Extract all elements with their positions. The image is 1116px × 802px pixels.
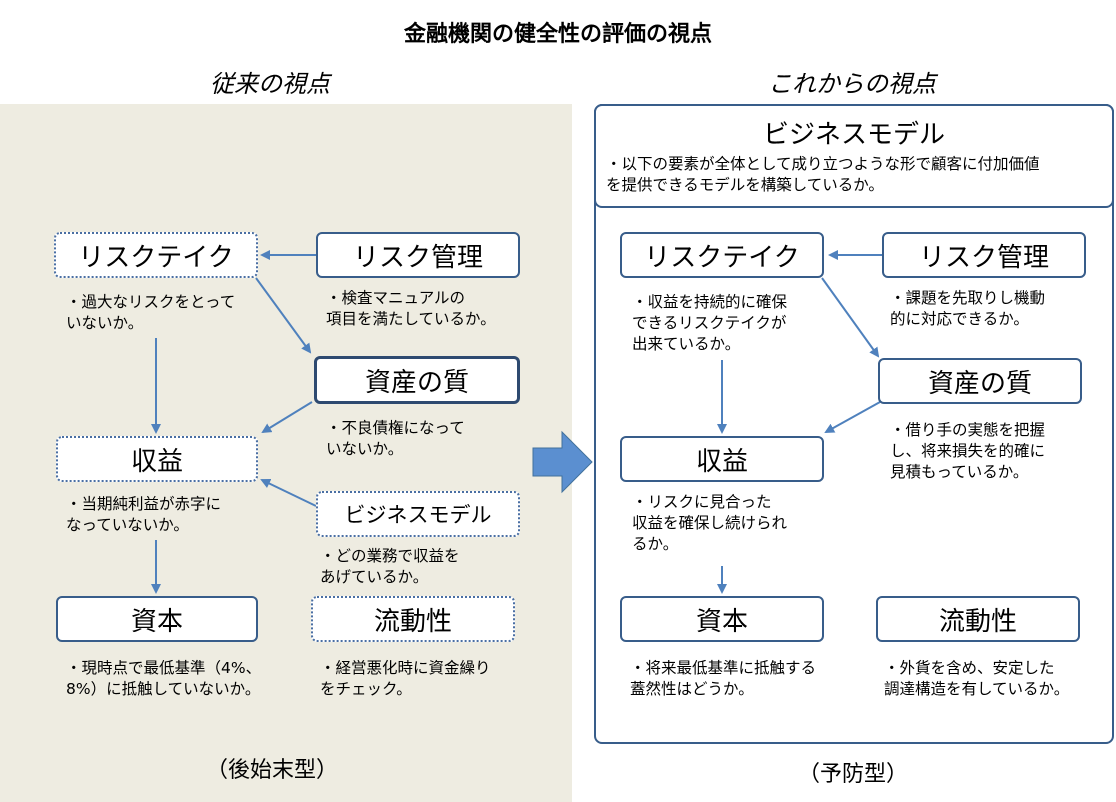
left-riskmgmt-box: リスク管理 xyxy=(316,232,520,278)
left-capital-desc: ・現時点で最低基準（4%、 8%）に抵触していないか。 xyxy=(66,659,262,698)
left-liquidity-desc: ・経営悪化時に資金繰り をチェック。 xyxy=(320,659,491,698)
left-profit-desc: ・当期純利益が赤字に なっていないか。 xyxy=(66,495,222,534)
right-risktake-desc: ・収益を持続的に確保 できるリスクテイクが 出来ているか。 xyxy=(632,293,788,353)
right-profit-desc: ・リスクに見合った 収益を確保し続けられ るか。 xyxy=(632,493,788,553)
right-risktake-box: リスクテイク xyxy=(620,232,824,278)
left-liquidity-box: 流動性 xyxy=(311,596,515,642)
left-arrow-bizmodel-to-profit xyxy=(260,478,317,507)
right-footer: （予防型） xyxy=(798,762,909,787)
transition-arrow xyxy=(532,430,593,494)
page-title: 金融機関の健全性の評価の視点 xyxy=(403,22,712,47)
right-riskmgmt-box: リスク管理 xyxy=(882,232,1086,278)
right-profit-box: 収益 xyxy=(620,436,824,482)
left-profit-box: 収益 xyxy=(56,436,258,482)
right-asset-quality-desc: ・借り手の実態を把握 し、将来損失を的確に 見積もっているか。 xyxy=(890,421,1046,481)
right-business-model-desc: ・以下の要素が全体として成り立つような形で顧客に付加価値 を提供できるモデルを構… xyxy=(606,155,1040,194)
left-capital-box: 資本 xyxy=(56,596,258,642)
left-arrow-risktake-to-asset xyxy=(255,277,312,354)
right-heading: これからの視点 xyxy=(768,70,936,98)
left-heading: 従来の視点 xyxy=(210,70,330,98)
left-risktake-desc: ・過大なリスクをとって いないか。 xyxy=(66,293,236,332)
right-capital-desc: ・将来最低基準に抵触する 蓋然性はどうか。 xyxy=(630,659,817,698)
right-liquidity-desc: ・外貨を含め、安定した 調達構造を有しているか。 xyxy=(884,659,1070,698)
right-arrow-risktake-to-asset xyxy=(821,277,880,358)
right-asset-quality-box: 資産の質 xyxy=(878,358,1082,404)
right-capital-box: 資本 xyxy=(620,596,824,642)
right-liquidity-box: 流動性 xyxy=(876,596,1080,642)
right-business-model-title: ビジネスモデル xyxy=(762,120,945,150)
left-footer: （後始末型） xyxy=(206,758,339,783)
left-business-model-box: ビジネスモデル xyxy=(316,491,520,537)
right-riskmgmt-desc: ・課題を先取りし機動 的に対応できるか。 xyxy=(890,289,1046,328)
left-riskmgmt-desc: ・検査マニュアルの 項目を満たしているか。 xyxy=(326,289,496,328)
left-asset-quality-box: 資産の質 xyxy=(314,356,520,404)
left-asset-quality-desc: ・不良債権になって いないか。 xyxy=(326,419,465,458)
left-business-model-desc: ・どの業務で収益を あげているか。 xyxy=(320,547,460,586)
left-arrow-asset-to-profit xyxy=(261,401,313,434)
right-arrow-asset-to-profit xyxy=(824,401,881,433)
right-business-model-box xyxy=(594,104,1114,208)
left-risktake-box: リスクテイク xyxy=(54,232,258,278)
